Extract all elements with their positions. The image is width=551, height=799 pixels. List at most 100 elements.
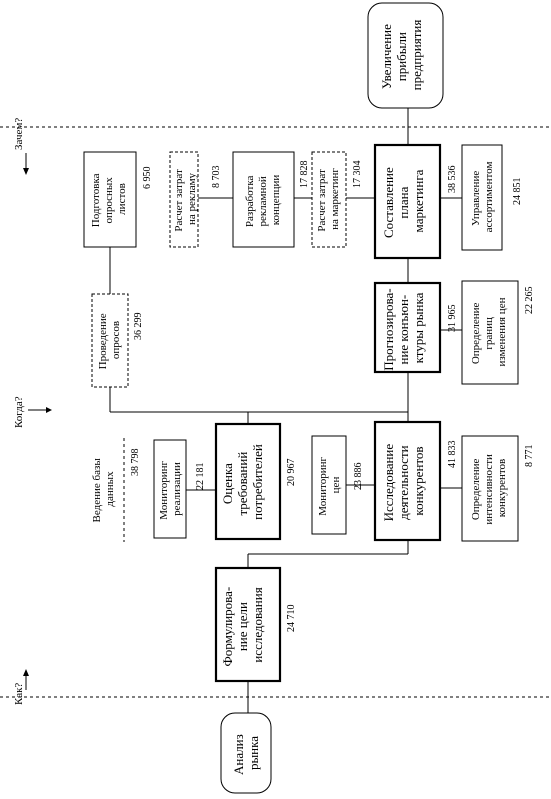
terminal-top-line-3: предприятия [409,20,424,91]
block-db-maintenance-line-1: Ведение базы [91,458,103,523]
terminal-bottom-line-1: Анализ [231,734,246,775]
block-questionnaires-line-3: листов [116,183,128,215]
question-why: Зачем? [13,118,25,150]
block-assortment-line-2: ассортиментом [483,162,495,233]
svg-text:Расчет затрат на маркети: Расчет затрат на маркетинг [316,166,341,231]
block-price-limits-line-2: границ [483,317,495,350]
block-consumer-needs-line-1: Оценка [220,463,235,504]
block-marketing-plan-line-1: Составление [381,167,396,238]
block-price-limits-line-1: Определение [470,302,482,364]
block-formulation-line-1: Формулирова- [220,587,235,667]
value-consumer-needs: 20 967 [286,459,297,487]
terminal-profit-increase [367,2,444,109]
svg-text:Определение границ: Определение границ изменения цен [470,297,508,366]
value-sales-monitoring: 22 181 [195,463,206,491]
block-questionnaires-line-1: Подготовка [90,173,102,227]
block-formulation [214,566,282,683]
block-competitors-line-2: деятельности [396,445,411,519]
block-marketing-plan-line-2: плана [396,186,411,218]
svg-text:Расчет затрат на рекламу: Расчет затрат на рекламу [173,166,198,231]
block-ad-concept-line-3: концепции [270,175,282,226]
block-consumer-needs [214,422,282,541]
block-forecast [373,281,442,374]
value-competitor-intensity: 8 771 [524,445,535,468]
block-assortment [461,144,503,251]
block-forecast-line-2: ние конъюн- [396,295,411,365]
value-marketing-cost: 17 304 [352,161,363,189]
block-formulation-line-2: ние цели [235,602,250,651]
block-assortment-line-1: Управление [470,171,482,226]
arrow-why-head [23,168,29,175]
terminal-market-analysis [220,712,272,794]
block-marketing-cost [311,151,347,248]
block-consumer-needs-line-3: потребителей [250,444,265,520]
arrow-when-head [46,407,52,413]
svg-text:Ведение базы данных: Ведение базы данных [91,456,116,523]
block-ad-cost-line-1: Расчет затрат [173,169,185,232]
value-ad-concept: 17 828 [299,161,310,189]
block-price-monitoring-line-1: Мониторинг [317,457,329,516]
block-ad-cost-line-2: на рекламу [186,172,198,225]
block-price-monitoring [311,435,347,535]
question-how: Как? [13,683,25,705]
block-ad-concept [232,151,295,248]
svg-text:Управление ассортиментом: Управление ассортиментом [470,162,495,233]
block-questionnaires-line-2: опросных [103,177,115,224]
block-price-limits [461,280,519,385]
block-competitor-intensity-line-3: конкурентов [496,459,508,518]
block-questionnaires [83,151,137,248]
block-ad-concept-line-1: Разработка [244,175,256,227]
value-price-monitoring: 23 886 [353,463,364,491]
block-surveys-line-1: Проведение [97,313,109,369]
block-marketing-plan [373,143,442,260]
value-price-limits: 22 265 [524,287,535,315]
block-competitor-intensity-line-1: Определение [470,458,482,520]
block-competitors-line-1: Исследование [381,444,396,522]
terminal-top-line-2: прибыли [394,32,409,81]
block-sales-monitoring [153,439,187,539]
block-formulation-line-3: исследования [250,587,265,662]
block-marketing-cost-line-1: Расчет затрат [316,169,328,232]
value-marketing-plan: 38 536 [447,166,458,194]
value-ad-cost: 8 703 [211,166,222,189]
svg-text:Анализ рынка: Анализ рынка [231,731,261,775]
value-questionnaires: 6 950 [142,167,153,190]
connectors [109,108,462,713]
value-db-maintenance: 38 798 [130,449,141,477]
block-marketing-cost-line-2: на маркетинг [329,168,341,230]
svg-text:Мониторинг реализации: Мониторинг реализации [158,458,183,519]
block-surveys-line-2: опросов [110,321,122,359]
svg-text:Исследование деятельност: Исследование деятельности конкурентов [381,441,426,522]
question-when: Когда? [13,396,25,428]
svg-text:Формулирова- ние цели: Формулирова- ние цели исследования [220,584,265,667]
block-marketing-plan-line-3: маркетинга [411,169,426,232]
value-formulation: 24 710 [286,605,297,633]
value-forecast: 31 965 [447,305,458,333]
block-competitor-intensity [461,435,519,542]
block-surveys [91,293,129,388]
arrow-how-head [23,669,29,676]
block-competitor-intensity-line-2: интенсивности [483,454,495,525]
block-forecast-line-3: ктуры рынка [411,292,426,363]
svg-text:Подготовка опросных: Подготовка опросных листов [90,171,128,227]
svg-text:Мониторинг цен: Мониторинг цен [317,454,342,515]
svg-text:Определение интенсивност: Определение интенсивности конкурентов [470,451,508,524]
value-assortment: 24 851 [512,178,523,206]
block-ad-concept-line-2: рекламной [257,176,269,226]
svg-text:Увеличение прибыли: Увеличение прибыли предприятия [379,20,424,91]
svg-text:Проведение опросов: Проведение опросов [97,311,122,370]
block-sales-monitoring-line-2: реализации [171,462,183,516]
svg-text:Разработка рекламной: Разработка рекламной концепции [244,173,282,227]
block-sales-monitoring-line-1: Мониторинг [158,461,170,520]
svg-text:Оценка требований: Оценка требований потребителей [220,444,265,520]
svg-text:Составление плана: Составление плана маркетинга [381,164,426,238]
block-price-limits-line-3: изменения цен [496,297,508,366]
block-db-maintenance-line-2: данных [104,471,116,507]
block-ad-cost [169,151,199,248]
block-competitors-line-3: конкурентов [411,446,426,515]
block-price-monitoring-line-2: цен [330,477,342,494]
terminal-top-line-1: Увеличение [379,24,394,89]
svg-text:Прогнозирова- ние конъюн: Прогнозирова- ние конъюн- ктуры рынка [381,285,426,371]
block-competitors [373,420,442,542]
